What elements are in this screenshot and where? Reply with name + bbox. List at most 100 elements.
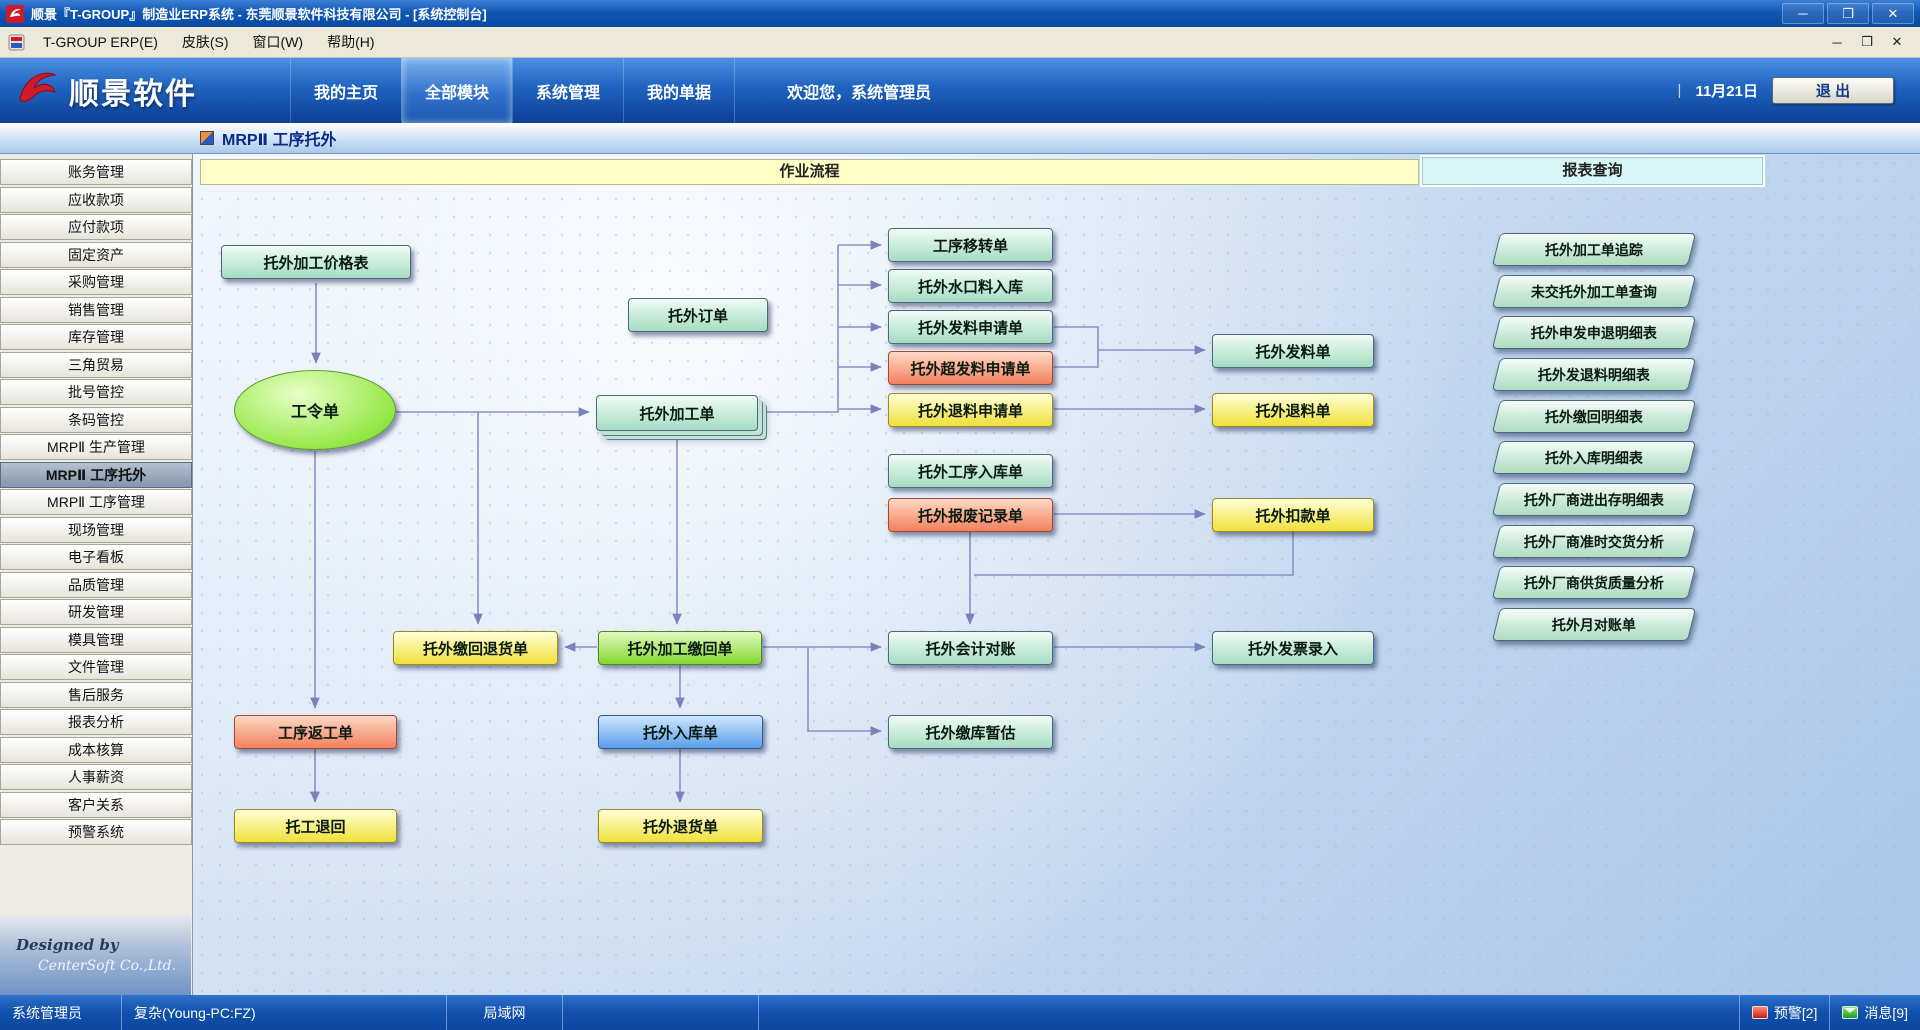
flow-node-warehouse-in[interactable]: 托外入库单 — [598, 715, 763, 749]
exit-button[interactable]: 退 出 — [1772, 77, 1894, 104]
tab-all-modules[interactable]: 全部模块 — [401, 58, 513, 123]
report-vendor-quality-analysis[interactable]: 托外厂商供货质量分析 — [1491, 566, 1697, 599]
sidebar-item-alert-system[interactable]: 预警系统 — [0, 819, 192, 845]
report-request-issue-return-detail[interactable]: 托外申发申退明细表 — [1491, 316, 1697, 349]
report-monthly-reconciliation[interactable]: 托外月对账单 — [1491, 608, 1697, 641]
main-header: 顺景软件 我的主页 全部模块 系统管理 我的单据 欢迎您，系统管理员 | 11月… — [0, 58, 1920, 123]
sidebar-item-inventory[interactable]: 库存管理 — [0, 324, 192, 350]
flow-node-outsource-order[interactable]: 托外订单 — [628, 298, 768, 332]
flow-node-return-goods[interactable]: 托外退货单 — [598, 809, 763, 843]
mdi-close-button[interactable]: ✕ — [1891, 34, 1903, 49]
sidebar-item-mold[interactable]: 模具管理 — [0, 626, 192, 653]
flow-node-return-request[interactable]: 托外退料申请单 — [888, 393, 1053, 427]
app-icon — [6, 4, 24, 23]
tab-system-management[interactable]: 系统管理 — [512, 58, 623, 123]
status-messages[interactable]: 消息[9] — [1829, 995, 1920, 1030]
designed-by-block: Designed by CenterSoft Co.,Ltd. — [0, 915, 191, 995]
logo: 顺景软件 — [0, 58, 290, 123]
mdi-restore-button[interactable]: ❐ — [1861, 34, 1873, 49]
report-process-order-tracking[interactable]: 托外加工单追踪 — [1491, 233, 1697, 266]
sidebar-item-purchasing[interactable]: 采购管理 — [0, 269, 192, 295]
flow-node-consign-return[interactable]: 托工退回 — [234, 809, 397, 843]
nav-tabs: 我的主页 全部模块 系统管理 我的单据 — [290, 58, 736, 123]
module-icon — [200, 131, 214, 145]
mdi-minimize-button[interactable]: ─ — [1832, 34, 1842, 50]
flow-node-process-delivery[interactable]: 托外加工缴回单 — [598, 631, 762, 665]
menubar: T-GROUP ERP(E) 皮肤(S) 窗口(W) 帮助(H) ─ ❐ ✕ — [0, 27, 1920, 58]
flow-node-scrap-record[interactable]: 托外报废记录单 — [888, 498, 1053, 532]
report-issue-return-detail[interactable]: 托外发退料明细表 — [1491, 358, 1697, 391]
flow-node-accounting-reconcile[interactable]: 托外会计对账 — [888, 631, 1053, 665]
subheader: MRPⅡ 工序托外 — [0, 123, 1920, 154]
titlebar: 顺景『T-GROUP』制造业ERP系统 - 东莞顺景软件科技有限公司 - [系统… — [0, 0, 1920, 27]
alert-count: 预警[2] — [1773, 1004, 1818, 1021]
tab-my-home[interactable]: 我的主页 — [290, 58, 401, 123]
flow-node-over-issue-request[interactable]: 托外超发料申请单 — [888, 351, 1053, 385]
sidebar-item-report-analysis[interactable]: 报表分析 — [0, 709, 192, 735]
flow-node-delivery-return-goods[interactable]: 托外缴回退货单 — [393, 631, 558, 665]
date-separator: | — [1677, 82, 1682, 99]
sidebar-item-accounting[interactable]: 账务管理 — [0, 159, 192, 185]
flow-node-price-list[interactable]: 托外加工价格表 — [221, 245, 411, 279]
report-undelivered-order-query[interactable]: 未交托外加工单查询 — [1491, 275, 1697, 308]
flow-node-sprue-material-in[interactable]: 托外水口料入库 — [888, 269, 1053, 303]
sidebar-item-hr-payroll[interactable]: 人事薪资 — [0, 764, 192, 790]
sidebar-item-sales[interactable]: 销售管理 — [0, 296, 192, 323]
flow-node-process-rework[interactable]: 工序返工单 — [234, 715, 397, 749]
sidebar-item-crm[interactable]: 客户关系 — [0, 791, 192, 818]
sidebar-item-rnd[interactable]: 研发管理 — [0, 599, 192, 625]
flow-node-material-return[interactable]: 托外退料单 — [1212, 393, 1374, 427]
flow-node-storage-estimate[interactable]: 托外缴库暂估 — [888, 715, 1053, 749]
flow-node-deduction-note[interactable]: 托外扣款单 — [1212, 498, 1374, 532]
window-maximize-button[interactable]: ❐ — [1827, 3, 1869, 24]
flow-node-issue-request[interactable]: 托外发料申请单 — [888, 310, 1053, 344]
flow-node-transfer-note[interactable]: 工序移转单 — [888, 228, 1053, 262]
window-close-button[interactable]: ✕ — [1872, 3, 1914, 24]
page-title: MRPⅡ 工序托外 — [222, 132, 337, 149]
sidebar-item-costing[interactable]: 成本核算 — [0, 736, 192, 763]
sidebar-item-payables[interactable]: 应付款项 — [0, 214, 192, 240]
flow-node-work-order[interactable]: 工令单 — [234, 370, 396, 450]
message-icon — [1842, 1006, 1859, 1019]
sidebar-item-documents[interactable]: 文件管理 — [0, 654, 192, 680]
sidebar-item-mrp2-process-management[interactable]: MRPⅡ 工序管理 — [0, 489, 192, 515]
window-minimize-button[interactable]: ─ — [1782, 3, 1824, 24]
status-user: 系统管理员 — [0, 995, 122, 1030]
status-filler — [759, 995, 1739, 1030]
section-header-reports[interactable]: 报表查询 — [1422, 157, 1763, 185]
status-alerts[interactable]: 预警[2] — [1738, 995, 1830, 1030]
alert-icon — [1751, 1006, 1768, 1019]
report-vendor-ontime-delivery[interactable]: 托外厂商准时交货分析 — [1491, 525, 1697, 558]
report-warehouse-in-detail[interactable]: 托外入库明细表 — [1491, 441, 1697, 474]
status-network: 局域网 — [447, 995, 563, 1030]
designed-by-text: Designed by — [16, 936, 119, 954]
sidebar-item-fixed-assets[interactable]: 固定资产 — [0, 241, 192, 268]
section-header-workflow: 作业流程 — [200, 159, 1419, 185]
flow-node-invoice-entry[interactable]: 托外发票录入 — [1212, 631, 1374, 665]
menu-tgroup-erp[interactable]: T-GROUP ERP(E) — [43, 34, 158, 50]
flow-node-process-order[interactable]: 托外加工单 — [596, 395, 758, 431]
report-vendor-inout-stock-detail[interactable]: 托外厂商进出存明细表 — [1491, 483, 1697, 516]
sidebar-item-mrp2-production[interactable]: MRPⅡ 生产管理 — [0, 434, 192, 460]
child-window-icon — [8, 34, 25, 51]
sidebar-item-after-sales[interactable]: 售后服务 — [0, 681, 192, 708]
flow-node-material-issue[interactable]: 托外发料单 — [1212, 334, 1374, 368]
sidebar-item-barcode-control[interactable]: 条码管控 — [0, 406, 192, 433]
tab-my-documents[interactable]: 我的单据 — [623, 58, 736, 123]
sidebar-item-mrp2-process-outsourcing[interactable]: MRPⅡ 工序托外 — [0, 461, 192, 488]
shunjing-logo-icon — [14, 68, 60, 113]
sidebar-item-lot-control[interactable]: 批号管控 — [0, 379, 192, 405]
sidebar-item-quality[interactable]: 品质管理 — [0, 571, 192, 598]
report-delivery-detail[interactable]: 托外缴回明细表 — [1491, 400, 1697, 433]
sidebar-item-receivables[interactable]: 应收款项 — [0, 186, 192, 213]
welcome-text: 欢迎您，系统管理员 — [787, 84, 932, 102]
status-blank — [563, 995, 759, 1030]
menu-window[interactable]: 窗口(W) — [252, 34, 304, 50]
company-text: CenterSoft Co.,Ltd. — [38, 958, 177, 974]
menu-help[interactable]: 帮助(H) — [327, 34, 375, 50]
sidebar-item-e-kanban[interactable]: 电子看板 — [0, 544, 192, 570]
sidebar-item-triangle-trade[interactable]: 三角贸易 — [0, 351, 192, 378]
sidebar-item-shopfloor[interactable]: 现场管理 — [0, 516, 192, 543]
flow-node-process-warehouse-in[interactable]: 托外工序入库单 — [888, 454, 1053, 488]
menu-skin[interactable]: 皮肤(S) — [181, 34, 229, 50]
